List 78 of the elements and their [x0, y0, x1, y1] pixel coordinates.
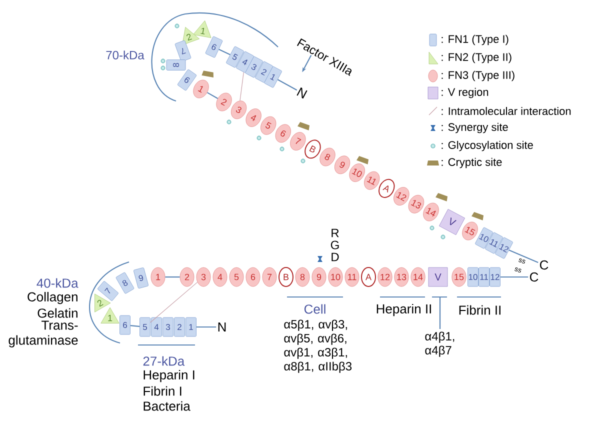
- legend-text: : Intramolecular interaction: [442, 106, 571, 116]
- module-oval: 6: [246, 267, 260, 287]
- spliced-module-oval: B: [278, 267, 294, 287]
- legend-text: : FN3 (Type III): [442, 70, 514, 82]
- linker-line: [218, 48, 230, 56]
- terminus-label: C: [530, 272, 538, 282]
- module-triangle: 2: [94, 294, 111, 312]
- module-box: 9: [134, 268, 148, 289]
- module-box: 8: [166, 60, 186, 70]
- module-oval: 14: [410, 267, 426, 287]
- integrin-list: α4β1, α4β7: [425, 332, 454, 357]
- binding-partner: Collagen: [28, 292, 78, 304]
- legend-text: : FN2 (Type II): [442, 52, 512, 64]
- module-oval: 12: [378, 267, 392, 287]
- module-box: 9: [177, 69, 197, 91]
- motif-letter: R: [332, 228, 339, 238]
- binding-partner: Bacteria: [144, 401, 190, 411]
- motif-letter: G: [330, 240, 339, 250]
- variable-region-box: V: [438, 208, 466, 236]
- linker-line: [508, 250, 538, 263]
- spliced-module-oval: A: [361, 267, 376, 287]
- variable-region-box: V: [428, 267, 448, 287]
- fragment-label: 27-kDa: [143, 356, 185, 366]
- terminus-label: C: [540, 260, 548, 270]
- linker-line: [278, 79, 298, 91]
- legend-text: : Synergy site: [442, 122, 508, 134]
- legend-text: : Cryptic site: [442, 158, 502, 168]
- terminus-label: N: [218, 322, 226, 332]
- linker-line: [196, 326, 216, 328]
- module-oval: 10: [328, 267, 343, 287]
- module-box: 5: [140, 317, 150, 337]
- interaction-line: [150, 282, 198, 323]
- linker-line: [130, 325, 140, 327]
- binding-partner: Gelatin: [38, 308, 78, 318]
- integrin-list: α5β1, αvβ3, αvβ5, αvβ6, αvβ1, α3β1, α8β1, αIIbβ3: [284, 320, 352, 373]
- module-oval: 15: [452, 267, 466, 287]
- module-box: 7: [98, 281, 118, 301]
- module-oval: 11: [344, 267, 360, 287]
- terminus-label: N: [296, 87, 308, 99]
- binding-partner: Fibrin I: [144, 386, 182, 396]
- linker-line: [207, 92, 218, 99]
- fragment-label: 70-kDa: [106, 50, 144, 60]
- legend-text: : V region: [442, 88, 488, 98]
- linker-line: [500, 276, 528, 278]
- module-oval: 13: [394, 267, 409, 287]
- linker-line: [165, 276, 180, 278]
- module-box: 6: [120, 315, 130, 335]
- module-oval: 7: [262, 267, 277, 287]
- module-box: 8: [116, 272, 134, 294]
- interaction-line: [240, 72, 244, 101]
- motif-letter: D: [332, 252, 339, 262]
- module-box: 6: [205, 36, 223, 58]
- module-triangle: 1: [192, 20, 212, 38]
- legend-text: : Glycosylation site: [442, 140, 533, 152]
- module-oval: 3: [196, 267, 211, 287]
- module-box: 5: [226, 46, 244, 68]
- module-oval: 2: [180, 267, 194, 287]
- module-box: 1: [186, 317, 196, 337]
- domain-label: Heparin II: [376, 304, 431, 316]
- domain-label: Cell: [304, 304, 326, 314]
- fragment-label: 40-kDa: [36, 278, 78, 288]
- module-box: 11: [478, 267, 490, 287]
- module-box: 12: [490, 267, 500, 287]
- module-oval: 8: [295, 267, 310, 287]
- binding-partner: Heparin I: [144, 370, 194, 382]
- module-oval: 9: [312, 267, 326, 287]
- module-box: 3: [162, 317, 174, 337]
- module-box: 2: [174, 317, 185, 337]
- module-triangle: 1: [100, 307, 120, 324]
- legend-text: : FN1 (Type I): [442, 34, 508, 46]
- module-oval: 4: [212, 267, 228, 287]
- module-box: 4: [151, 317, 162, 337]
- module-box: 10: [468, 267, 478, 287]
- module-oval: 5: [229, 267, 244, 287]
- binding-partner: Trans- glutaminase: [8, 320, 78, 348]
- domain-label: Fibrin II: [459, 305, 500, 315]
- module-oval: 1: [150, 267, 166, 287]
- module-box: 7: [174, 40, 192, 62]
